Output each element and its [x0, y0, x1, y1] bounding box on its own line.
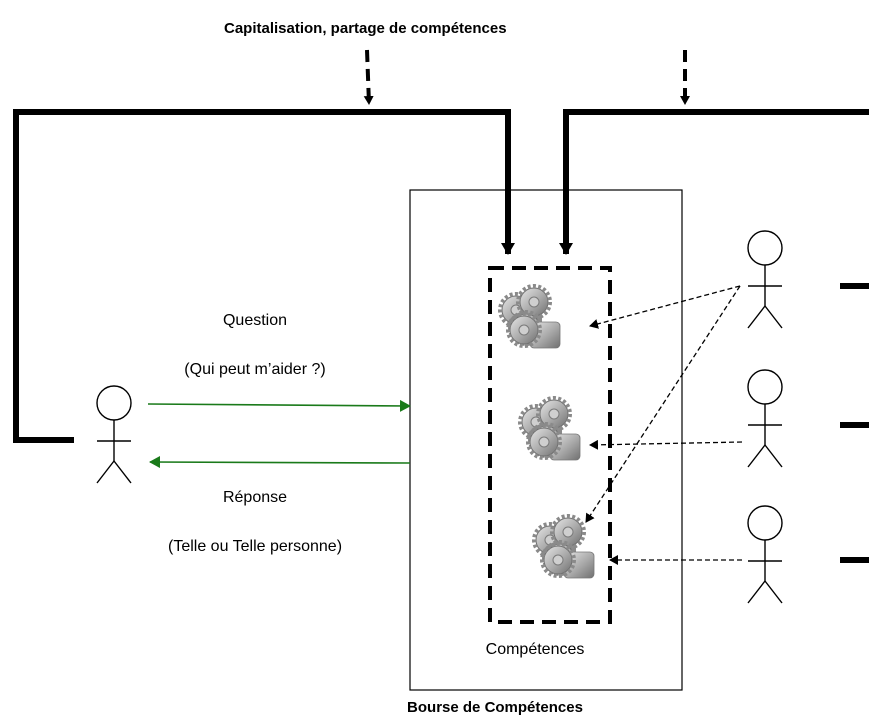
question-label: Question — [222, 312, 288, 329]
person-icon — [747, 505, 783, 604]
question-arrow — [147, 399, 411, 412]
expert-arrow-2 — [589, 439, 743, 450]
top-dashed-arrow-left — [363, 49, 374, 105]
bourse-label: Bourse de Compétences — [407, 699, 583, 716]
person-icon — [747, 369, 783, 468]
response-label: Réponse — [222, 489, 288, 506]
capitalisation-label: Capitalisation, partage de compétences — [224, 20, 507, 37]
person-icon — [747, 230, 783, 329]
left-capitalisation-line — [13, 109, 515, 443]
gear-icon — [500, 286, 560, 348]
right-capitalisation-line — [559, 109, 869, 255]
expert-arrow-1b — [585, 285, 741, 523]
gear-icon — [520, 398, 580, 460]
question-detail: (Qui peut m’aider ?) — [184, 361, 326, 378]
competences-label: Compétences — [485, 641, 585, 658]
response-detail: (Telle ou Telle personne) — [167, 538, 343, 555]
person-icon — [96, 385, 132, 484]
expert-arrow-1 — [589, 285, 741, 329]
gear-icon — [534, 516, 594, 578]
bourse-box — [409, 189, 683, 691]
response-arrow — [149, 456, 411, 469]
